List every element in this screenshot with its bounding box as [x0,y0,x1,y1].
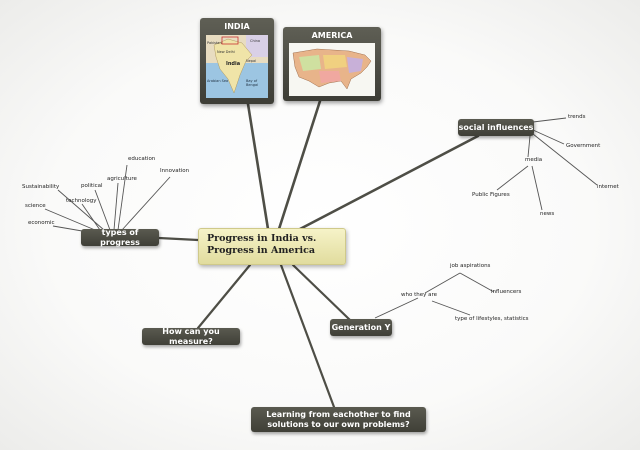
map-label-arabian-sea: Arabian Sea [207,79,229,83]
leaf-type-of-lifestyles[interactable]: type of lifestyles, statistics [455,316,529,322]
central-topic[interactable]: Progress in India vs. Progress in Americ… [198,228,346,265]
leaf-who-they-are[interactable]: who they are [401,292,438,298]
leaf-influencers[interactable]: influencers [491,289,522,295]
leaf-news[interactable]: news [540,211,555,217]
leaf-political[interactable]: political [81,183,103,189]
learning-from-eachother-node[interactable]: Learning from eachother to find solution… [251,407,426,432]
leaf-science[interactable]: science [25,203,46,209]
leaf-innovation[interactable]: Innovation [160,168,190,174]
leaf-education[interactable]: education [128,156,156,162]
map-label-pakistan: Pakistan [207,41,222,45]
leaf-media[interactable]: media [525,157,543,163]
social-influences-node[interactable]: social influences [458,119,534,136]
map-label-nepal: Nepal [246,59,257,63]
types-of-progress-node[interactable]: types of progress [81,228,159,247]
map-label-china: China [250,39,260,43]
leaf-economic[interactable]: economic [28,220,55,226]
map-label-india: India [226,61,241,67]
leaf-public-figures[interactable]: Public Figures [472,192,510,198]
leaf-government[interactable]: Government [566,143,601,149]
india-map-shape [206,35,268,94]
india-title: INDIA [224,22,250,31]
leaf-agriculture[interactable]: agriculture [107,176,137,182]
leaf-job-aspirations[interactable]: job aspirations [450,263,491,269]
america-image-node[interactable]: AMERICA [283,27,381,101]
america-map-image [289,43,375,96]
how-can-you-measure-node[interactable]: How can you measure? [142,327,240,346]
india-image-node[interactable]: INDIA Pakistan New Delhi China India Nep… [200,18,274,104]
india-map-image: Pakistan New Delhi China India Nepal Bay… [206,35,268,98]
leaf-technology[interactable]: technology [66,198,97,204]
map-label-new-delhi: New Delhi [217,50,235,54]
usa-map-shape [292,48,372,90]
leaf-internet[interactable]: internet [597,184,619,190]
leaf-trends[interactable]: trends [568,114,586,120]
leaf-sustainability[interactable]: Sustainability [22,184,60,190]
generation-y-node[interactable]: Generation Y [330,319,392,336]
map-label-bay-of-bengal: Bay of Bengal [246,79,259,87]
america-title: AMERICA [311,31,353,40]
